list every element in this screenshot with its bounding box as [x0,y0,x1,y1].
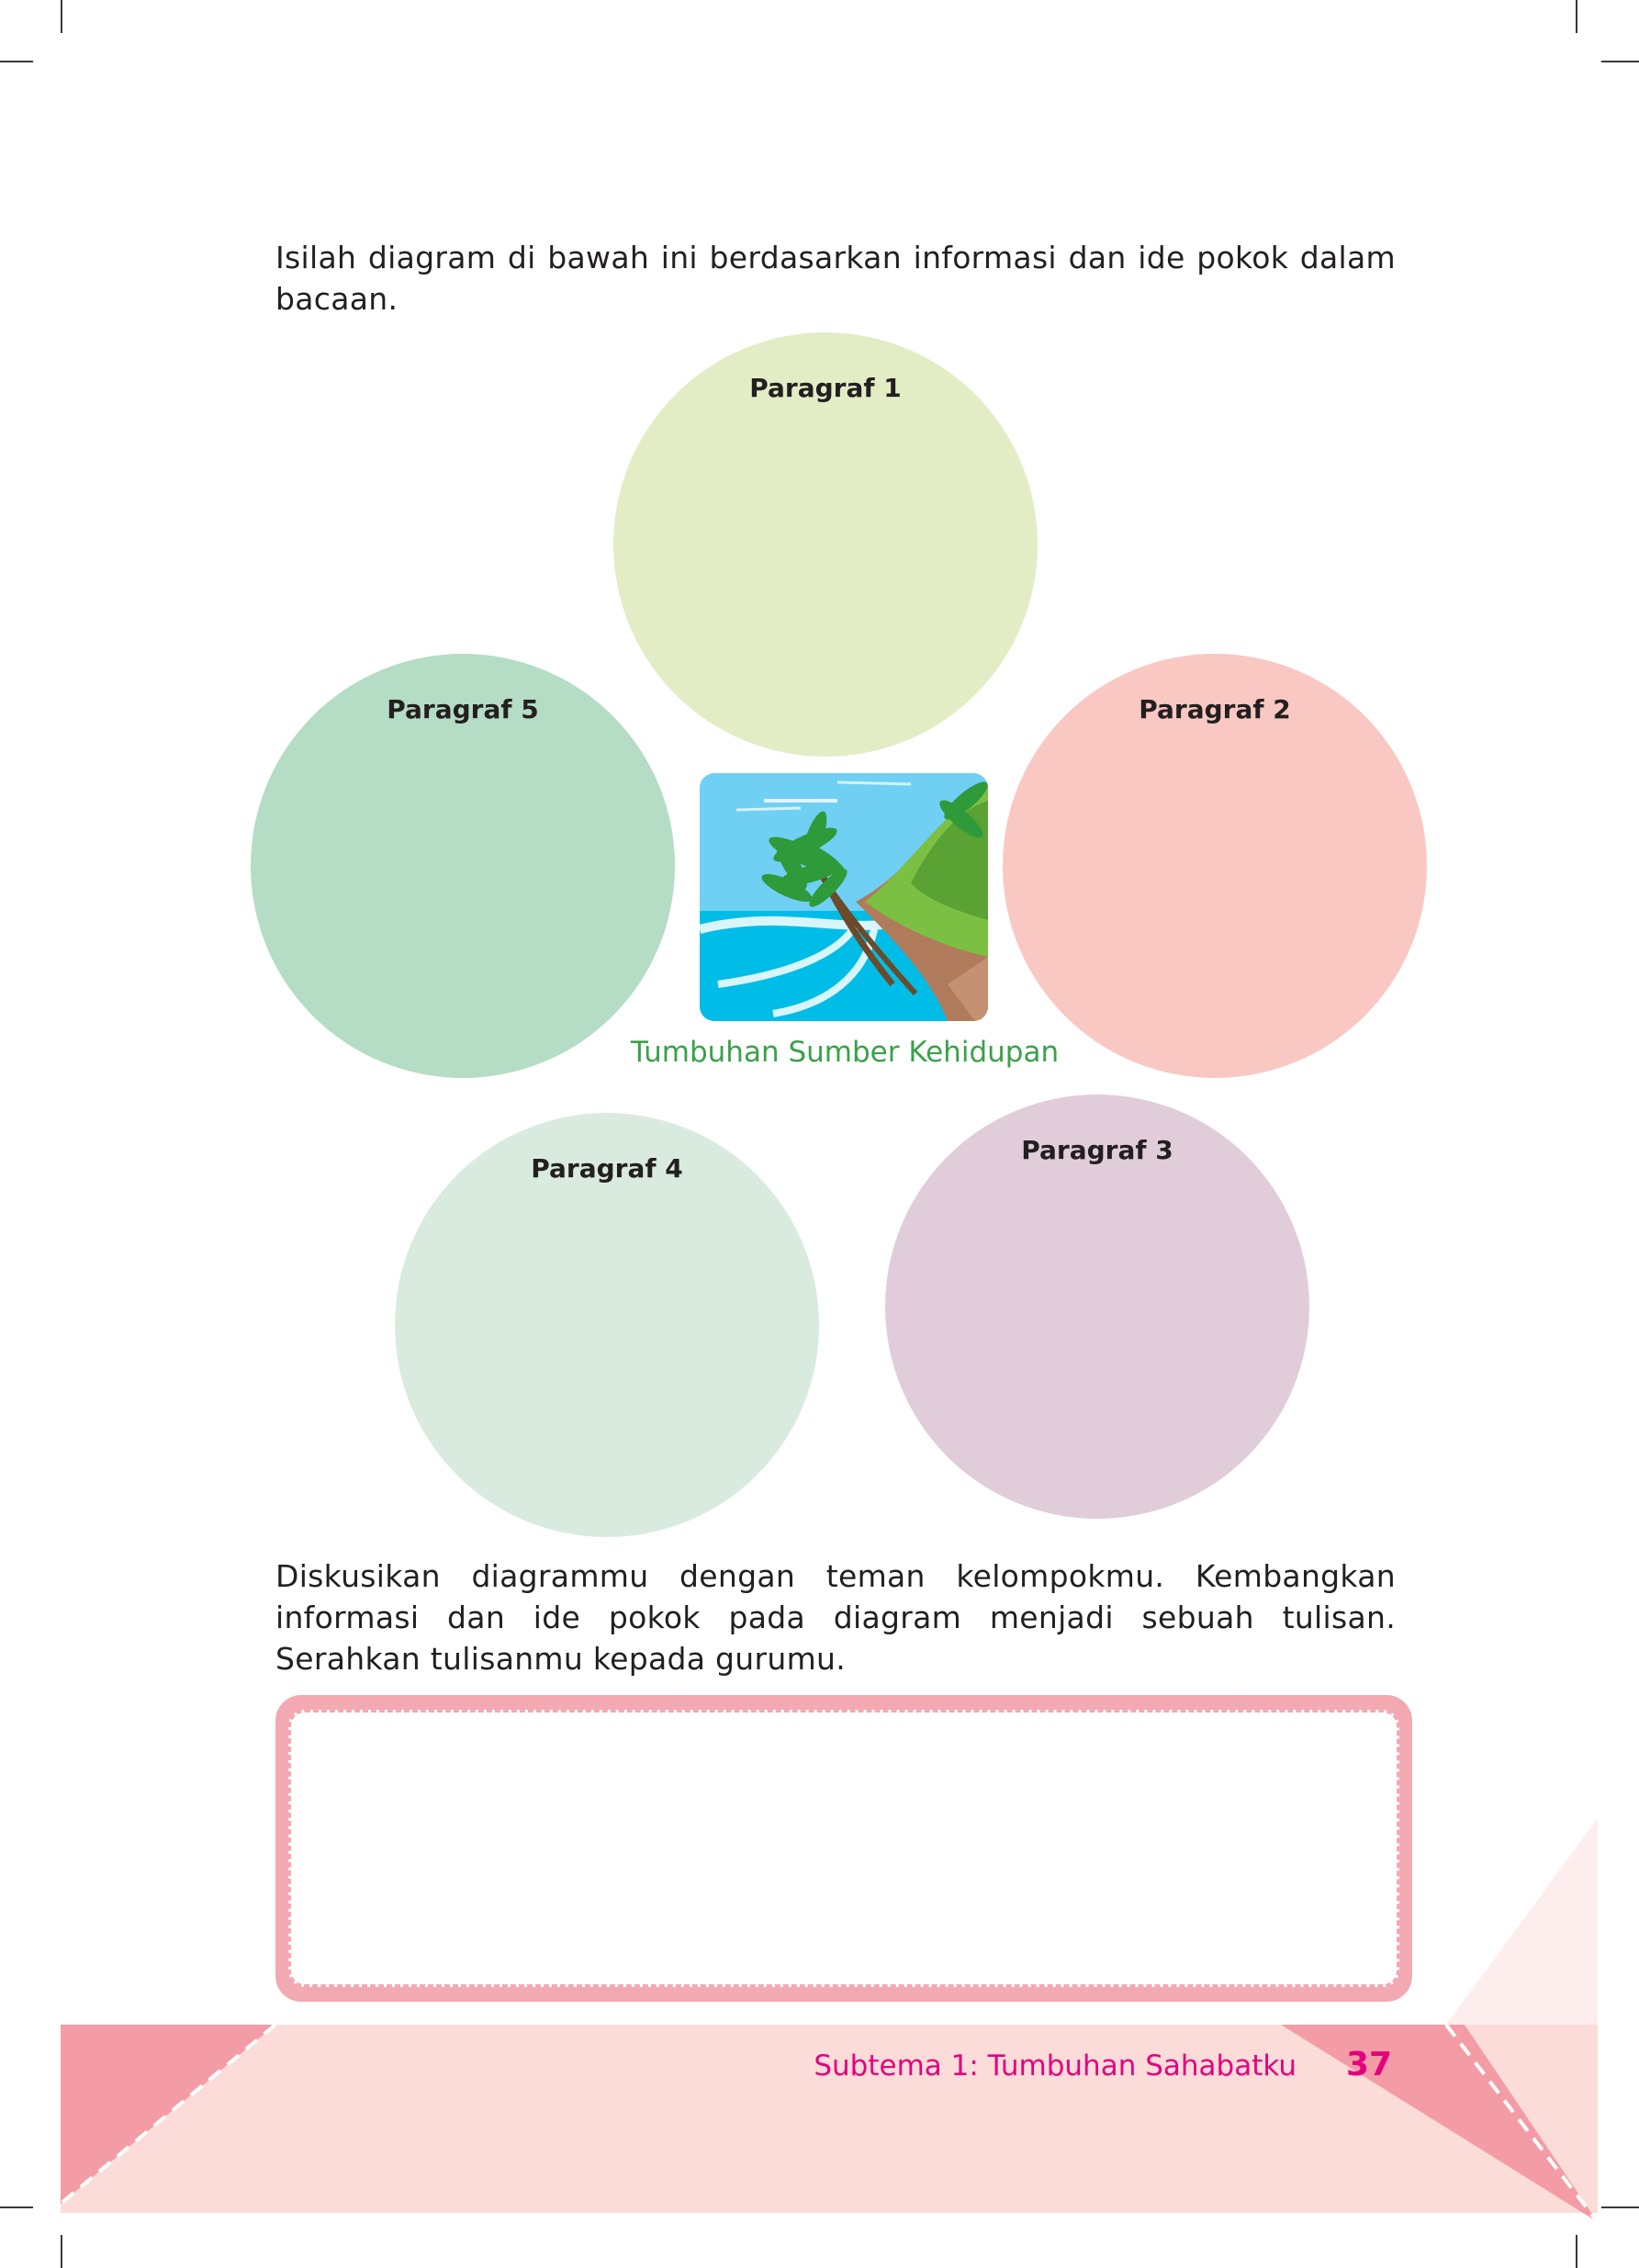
crop-mark [1601,61,1639,62]
circle-label: Paragraf 3 [1021,1135,1173,1165]
circle-paragraf-5[interactable]: Paragraf 5 [251,654,675,1078]
writing-box[interactable] [275,1695,1412,2002]
circle-paragraf-1[interactable]: Paragraf 1 [613,332,1038,757]
crop-mark [1576,0,1577,33]
crop-mark [0,61,33,62]
instruction-bottom: Diskusikan diagrammu dengan teman kelomp… [275,1558,1396,1677]
circle-label: Paragraf 4 [531,1153,683,1184]
beach-palm-trees-image [700,773,988,1021]
crop-mark [61,0,62,33]
circle-label: Paragraf 5 [387,694,539,724]
crop-mark [1601,2206,1639,2208]
circle-paragraf-3[interactable]: Paragraf 3 [885,1095,1309,1519]
crop-mark [1576,2235,1577,2268]
circle-label: Paragraf 1 [749,373,902,403]
page-number: 37 [1346,2046,1393,2083]
writing-area[interactable] [288,1710,1399,1987]
footer-subtheme: Subtema 1: Tumbuhan Sahabatku [814,2049,1297,2083]
diagram-center-caption: Tumbuhan Sumber Kehidupan [630,1036,1060,1069]
circle-paragraf-2[interactable]: Paragraf 2 [1003,654,1427,1078]
circle-label: Paragraf 2 [1139,694,1291,724]
crop-mark [61,2235,62,2268]
crop-mark [0,2206,33,2208]
circle-paragraf-4[interactable]: Paragraf 4 [395,1113,819,1537]
instruction-top: Isilah diagram di bawah ini berdasarkan … [275,240,1396,317]
